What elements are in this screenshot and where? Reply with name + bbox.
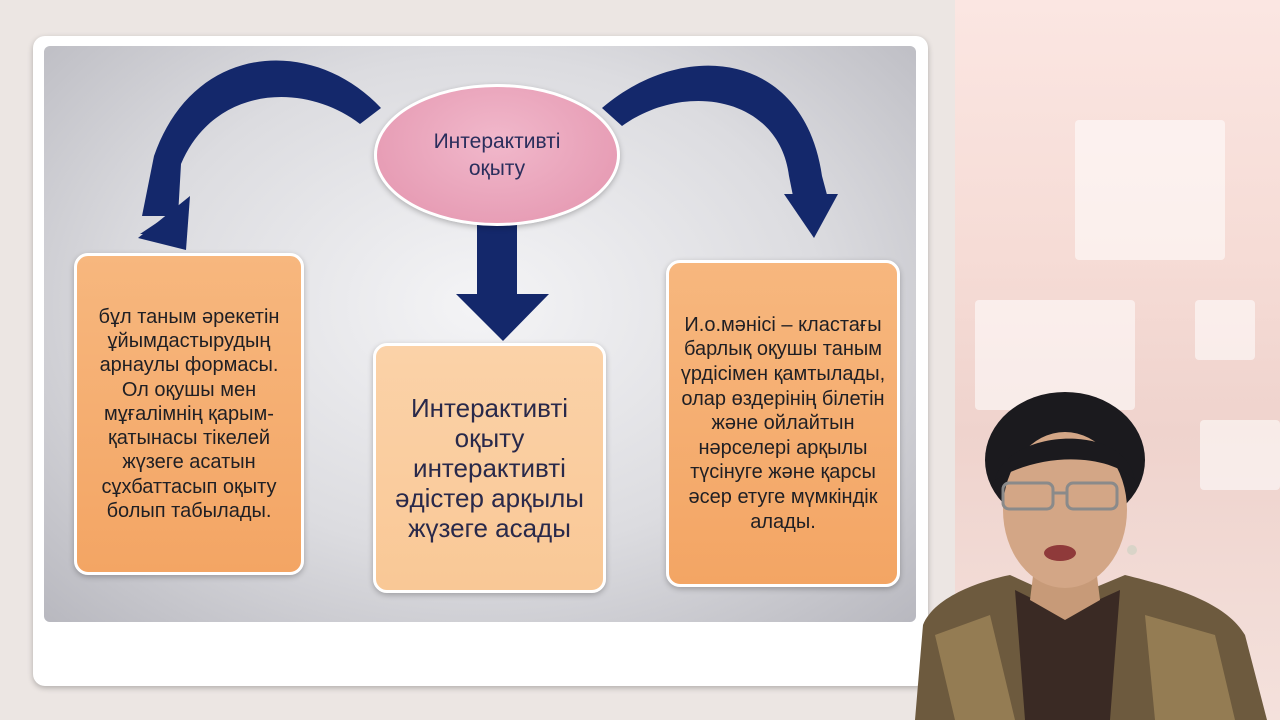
right-curved-arrow (602, 65, 830, 211)
left-curved-arrow (142, 60, 381, 217)
middle-box-text: Интерактивті оқыту интерактивті әдістер … (394, 393, 584, 543)
right-arrowhead (784, 194, 838, 238)
presenter-mouth (1044, 545, 1076, 561)
glasses-left (1001, 481, 1055, 511)
decor-tile (1200, 420, 1280, 490)
middle-box: Интерактивті оқыту интерактивті әдістер … (373, 343, 606, 593)
presenter-face (1003, 432, 1127, 588)
presenter-jacket-pattern (935, 615, 1235, 720)
left-box-text: бұл таным әрекетін ұйымдастырудың арнаул… (98, 305, 280, 523)
center-node: Интерактивті оқыту (374, 84, 620, 226)
down-arrow-shaft (477, 224, 517, 296)
decor-tile (1195, 300, 1255, 360)
right-box-text: И.о.мәнісі – кластағы барлық оқушы таным… (680, 313, 886, 533)
down-arrow-head (456, 294, 549, 341)
decor-tile (975, 300, 1135, 410)
left-arrowhead-tip (138, 196, 190, 250)
slide: Интерактивті оқыту бұл таным әрекетін ұй… (44, 46, 916, 622)
decor-tile (1075, 120, 1225, 260)
center-node-label: Интерактивті оқыту (433, 130, 561, 180)
left-box: бұл таным әрекетін ұйымдастырудың арнаул… (74, 253, 304, 575)
arrows-layer (138, 60, 838, 341)
right-box: И.о.мәнісі – кластағы барлық оқушы таным… (666, 260, 900, 587)
presenter-fringe (995, 438, 1135, 480)
glasses-right (1065, 481, 1119, 511)
presenter-blouse (1015, 590, 1120, 720)
earring (1127, 545, 1137, 555)
presenter-video (915, 392, 1267, 720)
